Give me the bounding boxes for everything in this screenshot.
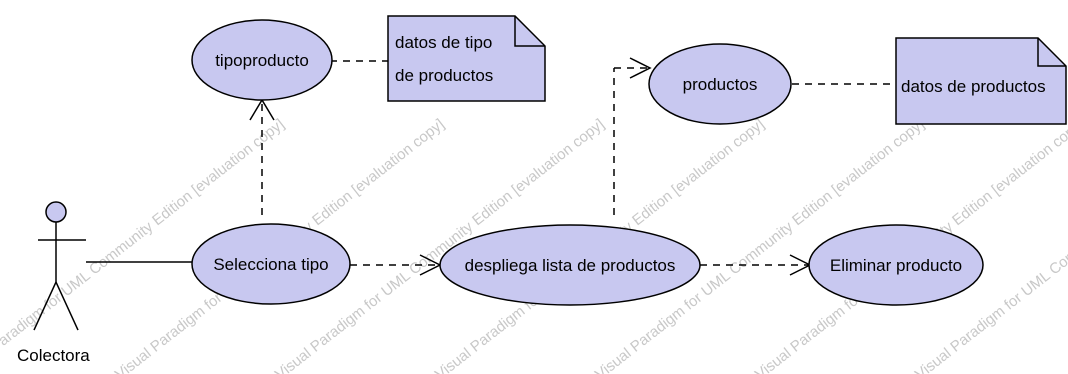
use-case-despliega-lista-label: despliega lista de productos [465, 256, 676, 275]
actor-label: Colectora [17, 346, 90, 365]
use-case-tipoproducto[interactable]: tipoproducto [191, 19, 333, 101]
dependency-despliega-to-productos [613, 57, 652, 215]
note-datos-productos: datos de productos [895, 37, 1067, 125]
use-case-productos-label: productos [683, 75, 758, 94]
use-case-productos[interactable]: productos [648, 43, 792, 125]
dependency-selecciona-to-tipoproducto [249, 98, 275, 215]
actor-colectora[interactable]: Colectora [17, 201, 90, 365]
note-datos-productos-line1: datos de productos [901, 77, 1046, 96]
use-case-eliminar-producto[interactable]: Eliminar producto [808, 224, 984, 306]
use-case-selecciona-tipo[interactable]: Selecciona tipo [191, 223, 351, 305]
use-case-despliega-lista[interactable]: despliega lista de productos [439, 224, 701, 306]
note-datos-tipo: datos de tipo de productos [387, 15, 546, 102]
note-datos-tipo-line1: datos de tipo [395, 33, 492, 52]
actor-head [45, 201, 67, 223]
use-case-selecciona-tipo-label: Selecciona tipo [213, 255, 328, 274]
use-case-eliminar-producto-label: Eliminar producto [830, 256, 962, 275]
use-case-tipoproducto-label: tipoproducto [215, 51, 309, 70]
note-datos-tipo-line2: de productos [395, 66, 493, 85]
